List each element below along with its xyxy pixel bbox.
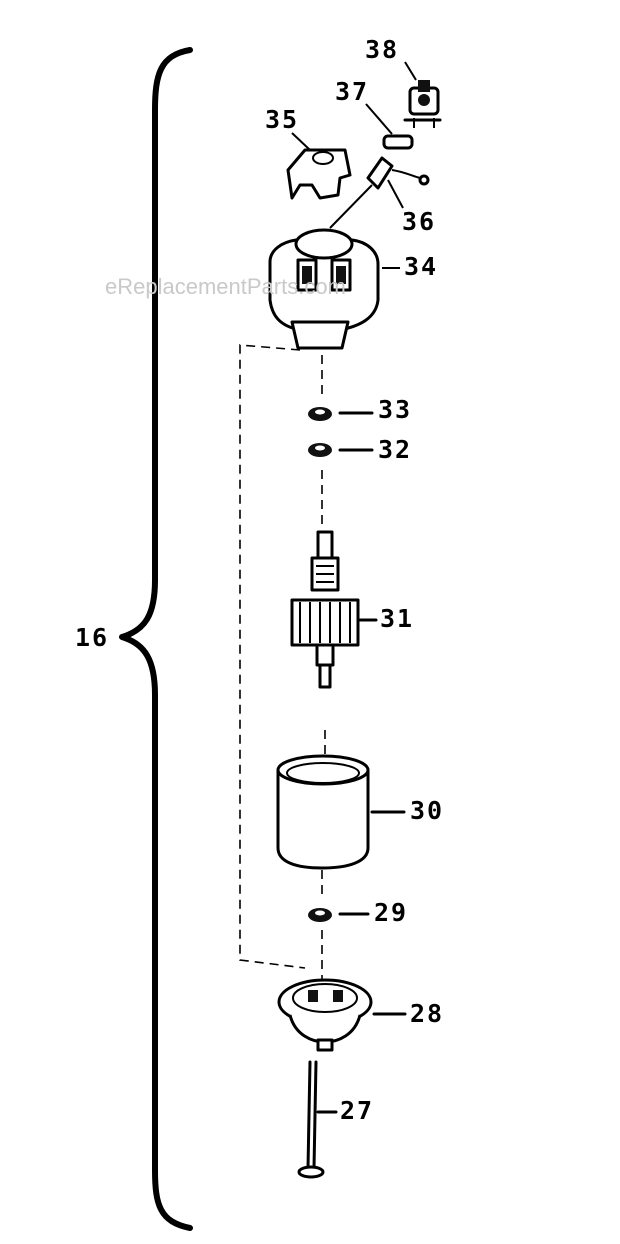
part-28-end-cap — [277, 978, 407, 1052]
label-30: 30 — [410, 796, 444, 825]
part-32-washer — [308, 443, 374, 457]
part-35-brush-cap — [286, 132, 352, 200]
part-29-washer — [308, 908, 370, 922]
label-27: 27 — [340, 1096, 374, 1125]
wire-path — [239, 344, 306, 969]
assembly-label: 16 — [75, 623, 109, 652]
label-38: 38 — [365, 35, 399, 64]
part-27-screw — [297, 1060, 338, 1179]
part-33-washer — [308, 407, 374, 421]
part-30-magnet-can — [276, 754, 406, 870]
label-28: 28 — [410, 999, 444, 1028]
assembly-brace — [119, 47, 193, 1231]
label-34: 34 — [404, 252, 438, 281]
watermark: eReplacementParts.com — [105, 274, 346, 299]
label-36: 36 — [402, 207, 436, 236]
center-axis — [321, 340, 326, 985]
part-31-armature — [290, 530, 378, 689]
label-35: 35 — [265, 105, 299, 134]
label-29: 29 — [374, 898, 408, 927]
part-34-end-housing — [268, 228, 400, 350]
label-31: 31 — [380, 604, 414, 633]
label-32: 32 — [378, 435, 412, 464]
part-37-clip — [365, 103, 414, 150]
part-36-lead — [329, 156, 430, 229]
label-37: 37 — [335, 77, 369, 106]
part-38-terminal — [403, 61, 442, 128]
label-33: 33 — [378, 395, 412, 424]
